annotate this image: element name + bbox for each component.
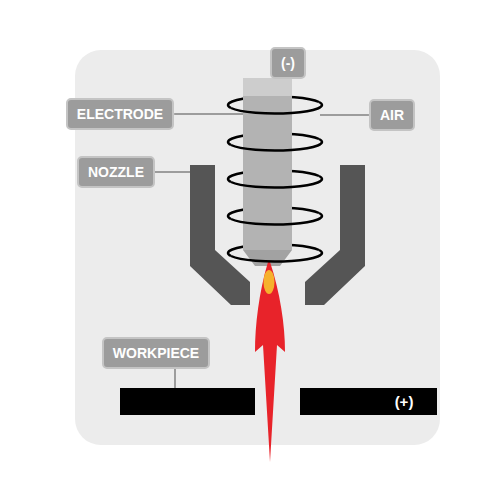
part-label: AIR <box>369 99 415 131</box>
electrode-body <box>243 96 292 250</box>
plasma-arc <box>255 262 285 462</box>
leader-line <box>320 114 369 116</box>
part-label: WORKPIECE <box>102 337 210 369</box>
coil-winding <box>231 250 322 262</box>
nozzle-right <box>305 165 365 305</box>
leader-line <box>174 113 243 115</box>
coil-front <box>231 102 322 262</box>
coil-winding <box>231 139 322 151</box>
coil-winding <box>231 176 322 188</box>
electrode-tip <box>243 250 292 266</box>
electrode-top <box>243 78 292 96</box>
workpiece-left <box>120 388 255 415</box>
workpiece-right <box>300 388 437 415</box>
part-label: NOZZLE <box>77 156 155 188</box>
polarity-label: (+) <box>395 393 414 411</box>
coil-winding <box>231 102 322 114</box>
arc-core <box>264 270 275 294</box>
coil-back <box>228 96 319 256</box>
part-label: (-) <box>270 47 306 79</box>
part-label: ELECTRODE <box>66 98 174 130</box>
coil-winding <box>231 213 322 225</box>
leader-line <box>155 171 190 173</box>
leader-line <box>174 369 176 388</box>
